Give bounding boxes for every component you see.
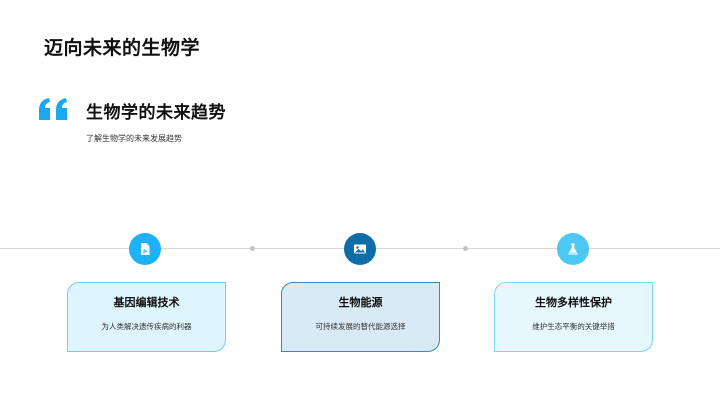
- flask-icon: [568, 243, 578, 255]
- card-gene-editing: 基因编辑技术 为人类解决遗传疾病的利器: [67, 282, 226, 352]
- svg-text:P: P: [143, 250, 147, 256]
- timeline-node-bioenergy: [344, 233, 376, 265]
- card-biodiversity: 生物多样性保护 维护生态平衡的关键举措: [494, 282, 653, 352]
- timeline-dot: [250, 246, 255, 251]
- timeline-node-biodiversity: [557, 233, 589, 265]
- card-title: 基因编辑技术: [113, 296, 180, 309]
- timeline-node-gene-editing: P: [129, 233, 161, 265]
- card-description: 为人类解决遗传疾病的利器: [101, 322, 192, 331]
- timeline-dot: [463, 246, 468, 251]
- section-subtitle: 了解生物学的未来发展趋势: [86, 134, 182, 143]
- card-bioenergy: 生物能源 可持续发展的替代能源选择: [281, 282, 440, 352]
- section-title: 生物学的未来趋势: [86, 103, 226, 123]
- card-description: 维护生态平衡的关键举措: [532, 322, 615, 331]
- card-description: 可持续发展的替代能源选择: [315, 322, 406, 331]
- card-title: 生物多样性保护: [535, 296, 612, 309]
- quote-icon: [39, 98, 67, 120]
- document-p-icon: P: [141, 243, 150, 256]
- card-title: 生物能源: [338, 296, 383, 309]
- slide-title: 迈向未来的生物学: [44, 37, 201, 59]
- image-icon: [354, 244, 366, 254]
